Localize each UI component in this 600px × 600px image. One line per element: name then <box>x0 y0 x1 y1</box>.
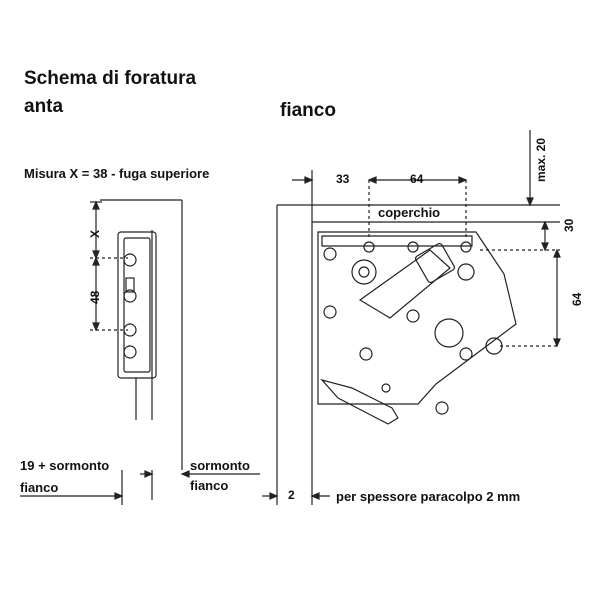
title-door: anta <box>24 96 64 117</box>
title-drilling-scheme: Schema di foratura <box>24 68 197 89</box>
label-cover: coperchio <box>378 205 441 220</box>
label-bumper-thickness: per spessore paracolpo 2 mm <box>336 489 521 504</box>
dim-max20: max. 20 <box>534 137 548 182</box>
label-19-overlay: 19 + sormonto <box>20 458 110 473</box>
label-19-side: fianco <box>20 480 59 495</box>
dim-64-top: 64 <box>410 172 424 186</box>
label-overlay-side: fianco <box>190 478 229 493</box>
door-mounting-plate <box>117 231 157 379</box>
measure-x-note: Misura X = 38 - fuga superiore <box>24 166 210 181</box>
hinge-arm <box>358 249 451 319</box>
dim-48: 48 <box>88 290 102 304</box>
dim-2: 2 <box>288 488 295 502</box>
dim-x: X <box>88 229 102 238</box>
dim-30: 30 <box>562 218 576 232</box>
hinge-body <box>317 231 517 405</box>
dim-33: 33 <box>336 172 350 186</box>
label-overlay: sormonto <box>190 458 250 473</box>
title-side-panel: fianco <box>280 100 336 121</box>
dim-64-side: 64 <box>570 292 584 306</box>
